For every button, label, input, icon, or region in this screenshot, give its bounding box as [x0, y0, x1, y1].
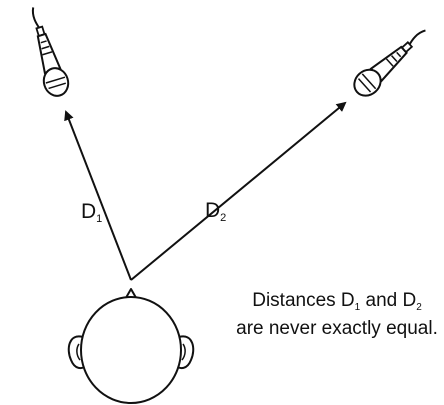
- d2-arrow: [130, 101, 347, 281]
- d1-label-sub: 1: [96, 213, 102, 225]
- caption-sub-1: 1: [355, 302, 361, 313]
- d2-label-main: D: [205, 199, 220, 222]
- caption-line-1: Distances D1 and D2: [252, 290, 422, 313]
- d1-arrow: [64, 110, 132, 281]
- microphone-icon: [31, 7, 70, 97]
- d1-label: D1: [81, 200, 102, 225]
- caption-line-2: are never exactly equal.: [236, 318, 438, 339]
- d2-label-sub: 2: [220, 212, 226, 224]
- microphone-icon: [353, 29, 426, 97]
- caption-sub-2: 2: [416, 302, 422, 313]
- head-icon: [67, 288, 195, 404]
- caption-line-1-prefix: Distances D: [252, 290, 354, 311]
- d1-label-main: D: [81, 200, 96, 223]
- d2-label: D2: [205, 199, 226, 224]
- caption-line-1-middle: and D: [360, 290, 416, 311]
